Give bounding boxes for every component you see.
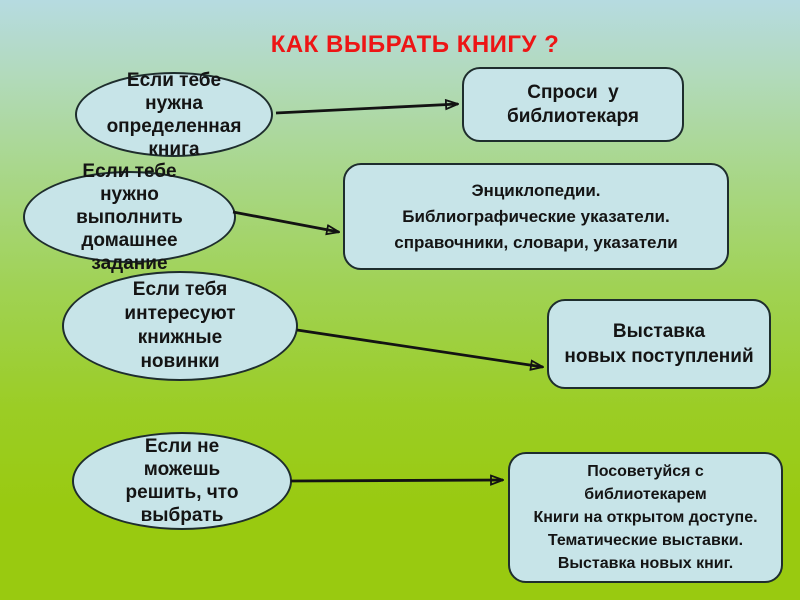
arrow-new-books-to-exhibition xyxy=(296,328,543,367)
result-label-consult-librarian: Посоветуйся с библиотекарем Книги на отк… xyxy=(533,463,758,572)
arrow-cant-decide-to-consult xyxy=(290,480,503,481)
arrow-homework-to-reference xyxy=(232,210,339,232)
condition-label-homework: Если тебе нужно выполнить домашнее задан… xyxy=(76,160,183,274)
condition-label-need-specific-book: Если тебе нужна определенная книга xyxy=(106,69,242,160)
condition-ellipse-homework: Если тебе нужно выполнить домашнее задан… xyxy=(23,161,236,274)
result-box-consult-librarian: Посоветуйся с библиотекарем Книги на отк… xyxy=(508,452,783,583)
condition-label-new-books: Если тебя интересуют книжные новинки xyxy=(124,279,236,372)
condition-ellipse-new-books: Если тебя интересуют книжные новинки xyxy=(62,271,298,381)
result-label-ask-librarian: Спроси у библиотекаря xyxy=(507,81,639,127)
condition-ellipse-need-specific-book: Если тебе нужна определенная книга xyxy=(75,70,273,160)
arrow-specific-book-to-librarian xyxy=(275,104,458,115)
slide-title: КАК ВЫБРАТЬ КНИГУ ? xyxy=(270,31,560,58)
result-box-reference-books: Энциклопедии. Библиографические указател… xyxy=(343,163,729,270)
result-box-new-arrivals-exhibition: Выставка новых поступлений xyxy=(547,299,771,389)
result-label-reference-books: Энциклопедии. Библиографические указател… xyxy=(394,180,678,252)
result-box-ask-librarian: Спроси у библиотекаря xyxy=(462,67,684,142)
result-label-new-arrivals-exhibition: Выставка новых поступлений xyxy=(564,321,754,367)
condition-label-cant-decide: Если не можешь решить, что выбрать xyxy=(125,436,239,526)
condition-ellipse-cant-decide: Если не можешь решить, что выбрать xyxy=(72,432,292,530)
